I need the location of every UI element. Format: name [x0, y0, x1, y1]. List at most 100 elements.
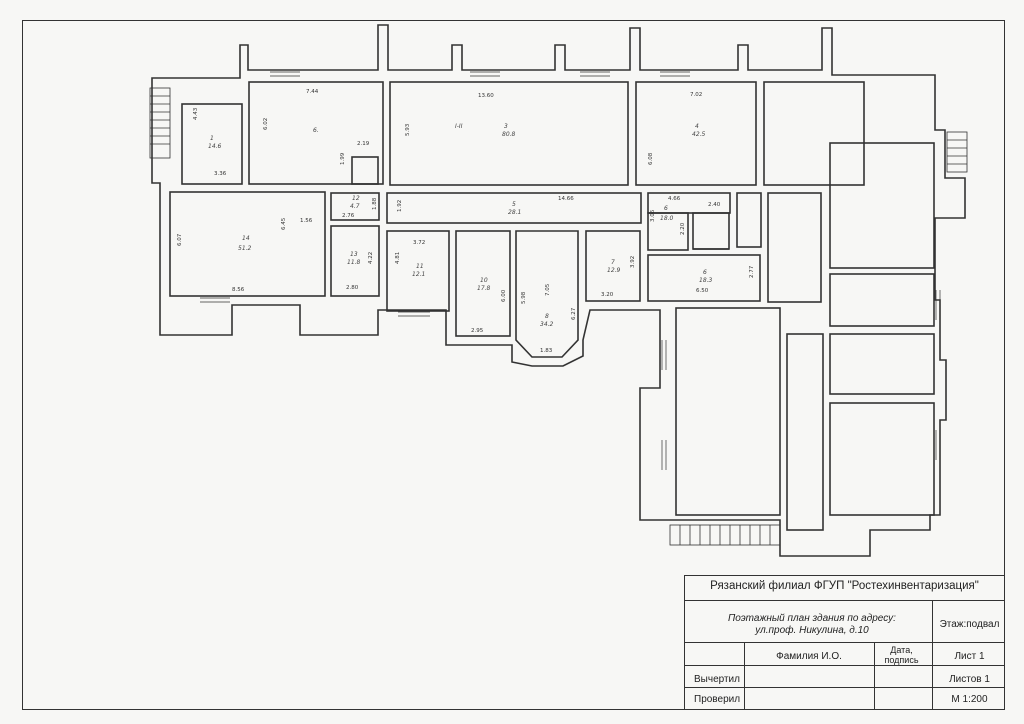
room-8: [515, 230, 579, 358]
title-block: Рязанский филиал ФГУП "Ростехинвентариза…: [684, 575, 1005, 710]
room-1: [181, 103, 243, 185]
room-5-area: 28.1: [508, 209, 521, 216]
dim-label: 2.40: [708, 202, 721, 208]
dim-label: 3.72: [413, 240, 425, 246]
room-shaft: [692, 212, 730, 250]
dim-label: 6.27: [571, 307, 577, 320]
room-13-area: 11.8: [347, 259, 361, 266]
dim-label: 2.77: [749, 265, 755, 278]
sheet-number: Лист 1: [954, 651, 985, 662]
room-3-note: I-II: [455, 123, 463, 130]
dim-label: 7.02: [690, 92, 702, 98]
room-right-3: [829, 273, 935, 327]
dim-label: 7.44: [306, 89, 319, 95]
windows: [200, 71, 941, 470]
dim-label: 4.81: [395, 252, 401, 264]
room-large-bottom: [675, 307, 781, 516]
outer-wall-left: [151, 24, 966, 557]
room-4-area: 42.5: [692, 131, 706, 138]
stairs-right: [946, 131, 968, 173]
room-1-area: 14.6: [208, 143, 222, 150]
dim-label: 6.45: [281, 217, 287, 230]
room-5-corridor: [386, 192, 642, 224]
room-10: [455, 230, 511, 337]
dim-label: 1.88: [372, 197, 378, 210]
room-7: [585, 230, 641, 302]
dim-label: 2.20: [680, 222, 686, 235]
room-14-area: 51.2: [238, 245, 252, 252]
dim-label: 6.07: [177, 233, 183, 246]
dim-label: 2.19: [357, 141, 370, 147]
room-right-2: [829, 142, 935, 269]
room-7-num: 7: [611, 259, 615, 266]
room-corridor-right: [786, 333, 824, 531]
dim-label: 3.36: [214, 171, 227, 177]
stairs-bottom: [669, 524, 781, 546]
room-12-num: 12: [352, 195, 360, 202]
scale-label: М 1:200: [951, 694, 988, 705]
room-2-num: 6.: [313, 127, 319, 134]
address-line-2: ул.проф. Никулина, д.10: [755, 625, 869, 636]
room-13: [330, 225, 380, 297]
dim-label: 14.66: [558, 196, 574, 202]
dim-label: 2.76: [342, 213, 355, 219]
dim-label: 3.92: [630, 256, 636, 268]
address-line-1: Поэтажный план здания по адресу:: [728, 613, 896, 624]
dim-label: 5.98: [521, 291, 527, 304]
dim-label: 7.05: [545, 283, 551, 296]
dimension-labels: 7.44 13.60 7.02 4.43 3.36 6.02 2.19 1.99…: [177, 89, 755, 354]
room-11: [386, 230, 450, 312]
room-2: [248, 81, 384, 185]
sheets-total: Листов 1: [949, 674, 990, 685]
room-3-area: 80.8: [502, 131, 516, 138]
room-11-num: 11: [416, 263, 424, 270]
drew-label: Вычертил: [694, 674, 740, 685]
dim-label: 2.80: [346, 285, 359, 291]
room-13-num: 13: [350, 251, 358, 258]
date-header: Дата, подпись: [884, 645, 919, 665]
room-10-area: 17.8: [477, 285, 491, 292]
room-6-hall: [647, 192, 731, 214]
room-4-num: 4: [695, 123, 699, 130]
room-10-num: 10: [480, 277, 488, 284]
room-8-num: 8: [545, 313, 549, 320]
room-6a-num: 6: [664, 205, 668, 212]
room-14: [169, 191, 326, 297]
dim-label: 1.56: [300, 218, 313, 224]
dim-label: 8.56: [232, 287, 245, 293]
room-12-area: 4.7: [350, 203, 360, 210]
drawing-frame: [22, 20, 1005, 710]
room-3-num: 3: [504, 123, 508, 130]
room-7-area: 12.9: [607, 267, 621, 274]
room-4: [635, 81, 757, 186]
dim-label: 6.00: [501, 289, 507, 302]
dim-label: 3.20: [601, 292, 614, 298]
dim-label: 4.43: [193, 107, 199, 120]
room-right-1: [767, 192, 822, 303]
room-1-num: 1: [210, 135, 214, 142]
dim-label: 13.60: [478, 93, 494, 99]
dim-label: 1.92: [397, 200, 403, 212]
address-text: Поэтажный план здания по адресу: ул.проф…: [692, 613, 932, 637]
organization-name: Рязанский филиал ФГУП "Ростехинвентариза…: [710, 580, 979, 592]
floor-label: Этаж:подвал: [939, 619, 1000, 630]
room-14-num: 14: [242, 235, 250, 242]
room-right-5: [829, 402, 935, 516]
dim-label: 6.02: [263, 118, 269, 130]
room-6b-num: 6: [703, 269, 707, 276]
room-6b: [647, 254, 761, 302]
room-small: [736, 192, 762, 248]
room-6a-area: 18.0: [660, 215, 674, 222]
stairs-left: [149, 87, 171, 159]
room-tiny: [351, 156, 379, 185]
checked-label: Проверил: [694, 694, 741, 705]
dim-label: 4.22: [368, 252, 374, 264]
room-6b-area: 18.3: [699, 277, 713, 284]
room-8-area: 34.2: [540, 321, 554, 328]
room-labels: 1 14.6 6. I-II 3 80.8 4 42.5 5 28.1 6 18…: [208, 123, 713, 328]
dim-label: 6.50: [696, 288, 709, 294]
dim-label: 1.83: [540, 348, 553, 354]
room-6a: [647, 212, 689, 251]
